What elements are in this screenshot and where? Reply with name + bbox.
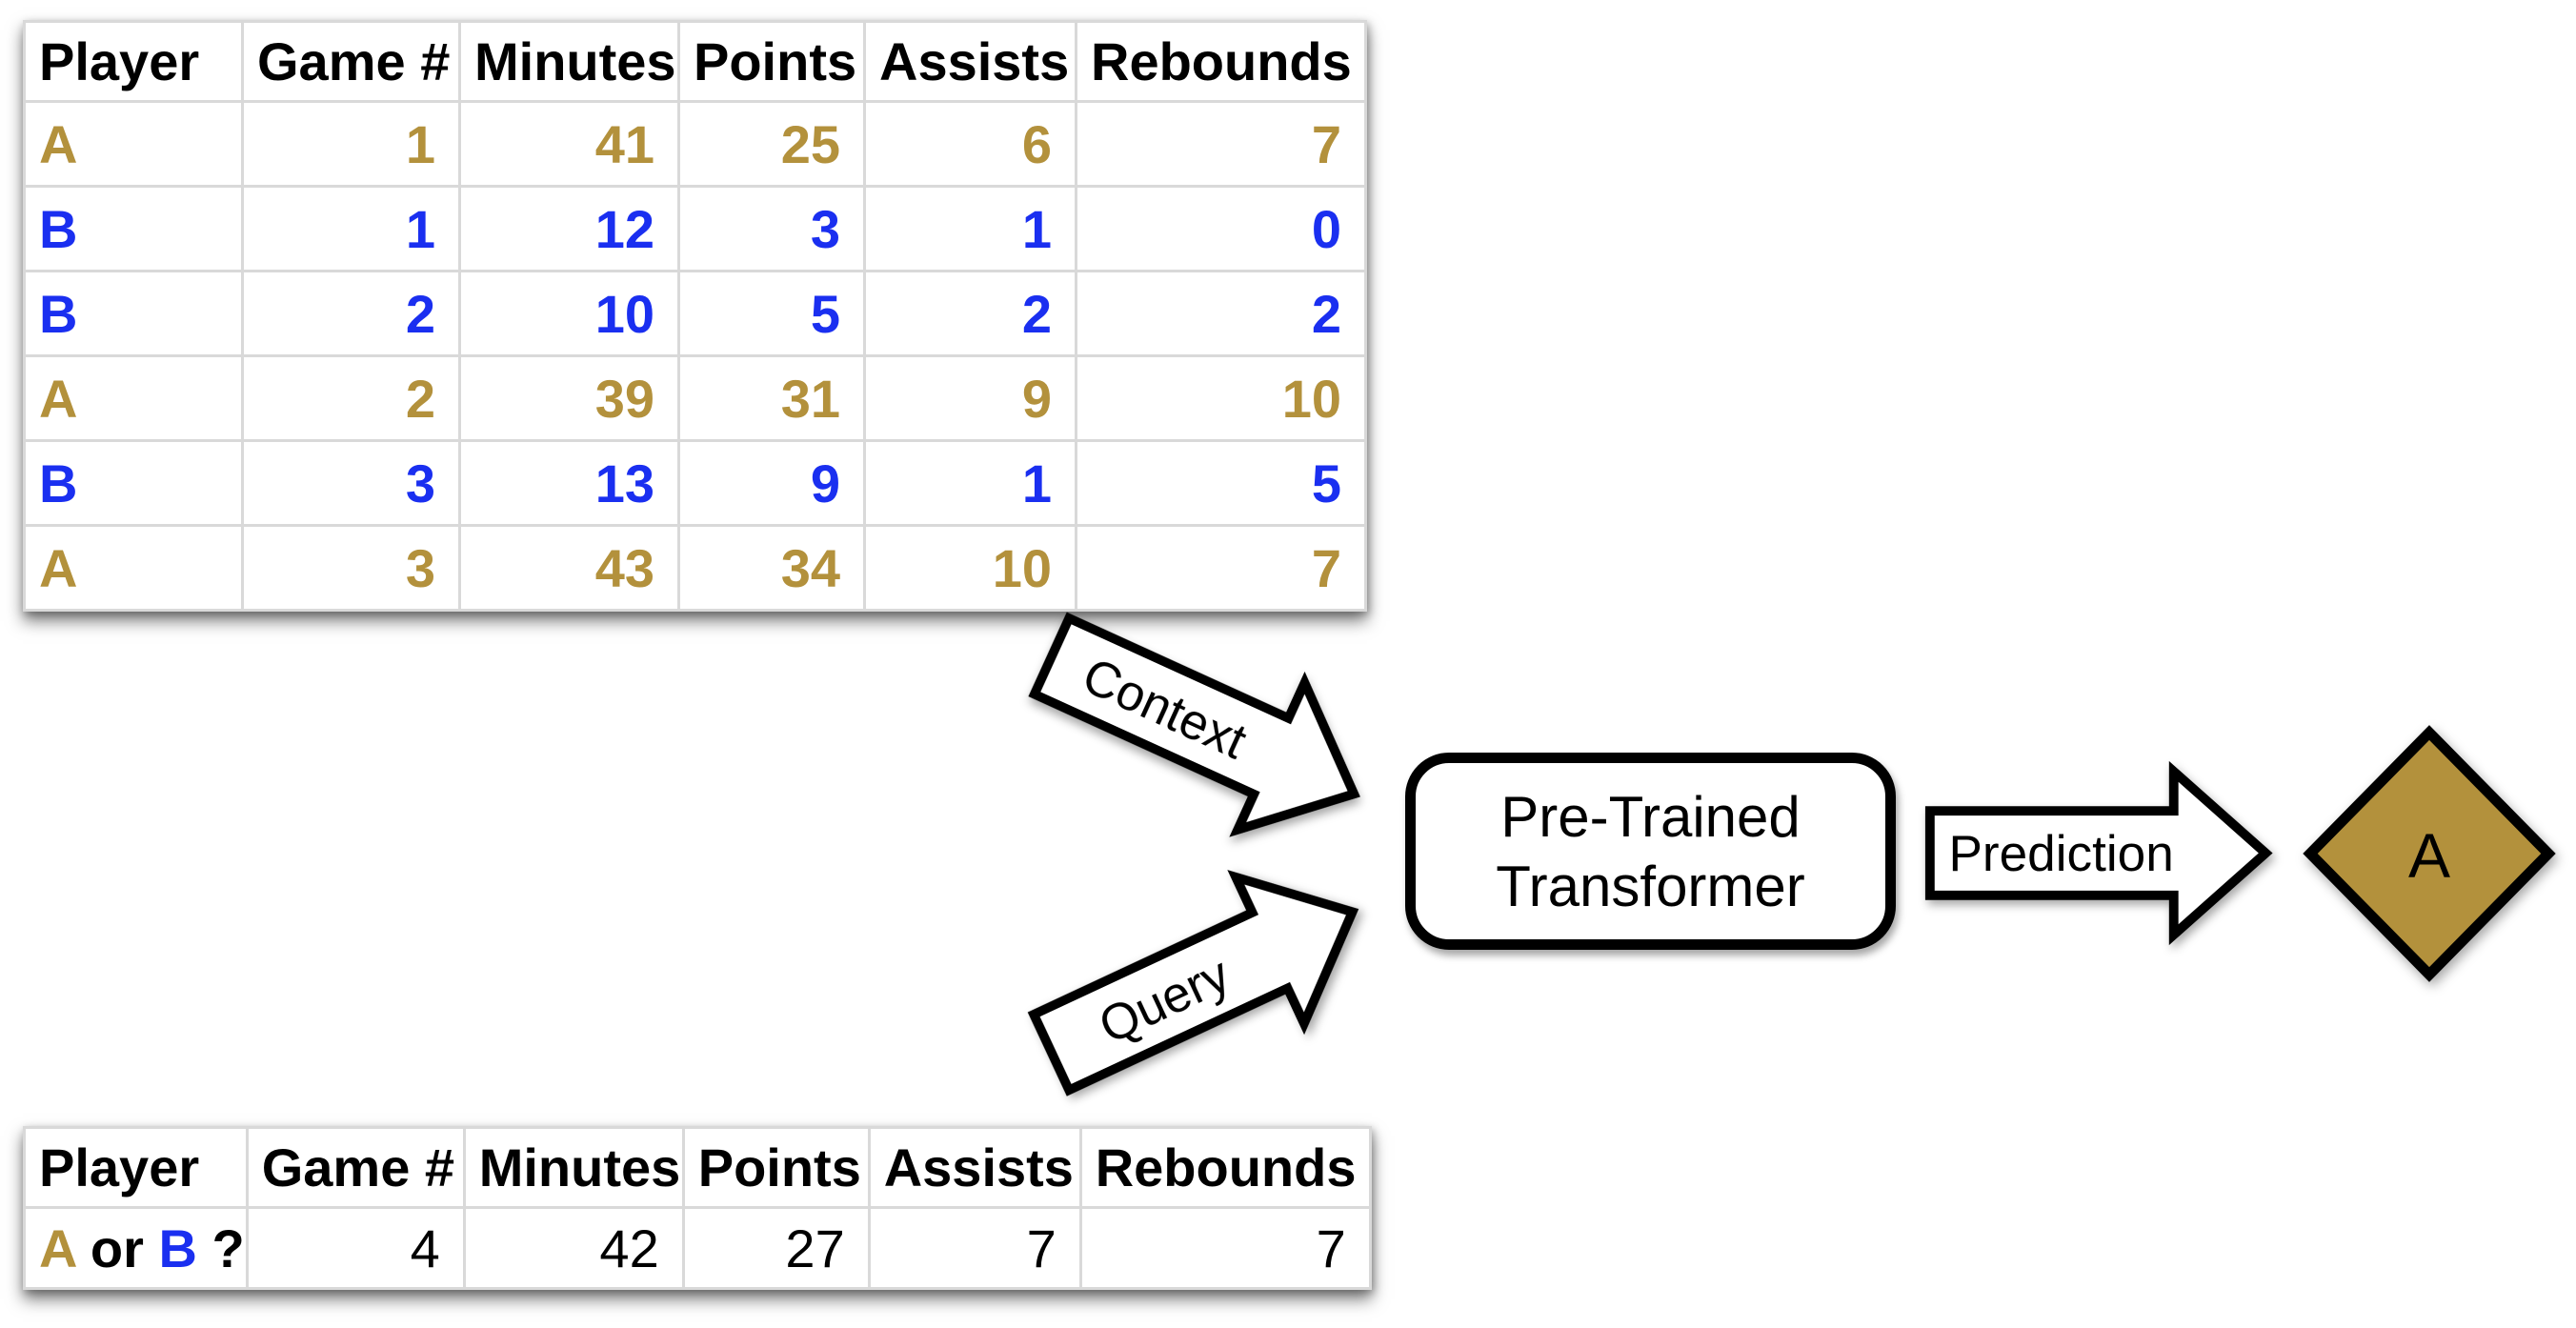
stat-cell: 2: [241, 270, 461, 357]
stat-cell: 1: [241, 185, 461, 272]
stat-cell: 34: [677, 524, 866, 612]
column-header-assists: Assists: [863, 20, 1077, 103]
stat-cell: 1: [863, 439, 1077, 527]
column-header-player: Player: [23, 20, 244, 103]
player-query-cell: A or B ?: [23, 1206, 249, 1290]
stat-cell: 6: [863, 100, 1077, 188]
player-query-part: or: [75, 1217, 159, 1278]
stat-cell: 1: [241, 100, 461, 188]
column-header-game: Game #: [241, 20, 461, 103]
stat-cell: 2: [863, 270, 1077, 357]
player-cell: B: [23, 270, 244, 357]
stat-cell: 39: [458, 354, 680, 442]
prediction-arrow-shape: [1924, 760, 2273, 946]
stat-cell: 1: [863, 185, 1077, 272]
player-cell: B: [23, 439, 244, 527]
column-header-rebounds: Rebounds: [1075, 20, 1367, 103]
player-cell: B: [23, 185, 244, 272]
column-header-game: Game #: [245, 1126, 466, 1209]
stat-cell: 10: [1075, 354, 1367, 442]
column-header-points: Points: [681, 1126, 871, 1209]
player-query-part: ?: [196, 1217, 245, 1278]
stat-cell: 25: [677, 100, 866, 188]
context-arrow-shape: [1028, 612, 1360, 837]
prediction-arrow: Prediction: [1923, 760, 2274, 946]
stat-cell: 2: [241, 354, 461, 442]
stat-cell: 7: [1075, 524, 1367, 612]
diamond-shape: [2303, 725, 2556, 982]
stat-cell: 43: [458, 524, 680, 612]
prediction-result-label: A: [2408, 820, 2450, 891]
stat-cell: 31: [677, 354, 866, 442]
stat-cell: 7: [1078, 1206, 1372, 1290]
query-arrow-shape: [1027, 870, 1359, 1097]
column-header-points: Points: [677, 20, 866, 103]
transformer-label-line1: Pre-Trained: [1500, 784, 1801, 849]
prediction-diamond: A: [2303, 725, 2556, 982]
stat-cell: 5: [1075, 439, 1367, 527]
stat-cell: 3: [241, 524, 461, 612]
stat-cell: 27: [681, 1206, 871, 1290]
stat-cell: 3: [677, 185, 866, 272]
stat-cell: 3: [241, 439, 461, 527]
stat-cell: 12: [458, 185, 680, 272]
column-header-player: Player: [23, 1126, 249, 1209]
column-header-assists: Assists: [867, 1126, 1082, 1209]
stat-cell: 4: [245, 1206, 466, 1290]
stat-cell: 10: [458, 270, 680, 357]
column-header-minutes: Minutes: [458, 20, 680, 103]
stat-cell: 9: [863, 354, 1077, 442]
stat-cell: 0: [1075, 185, 1367, 272]
stat-cell: 7: [1075, 100, 1367, 188]
stat-cell: 13: [458, 439, 680, 527]
column-header-minutes: Minutes: [462, 1126, 685, 1209]
player-query-part: A: [39, 1217, 76, 1278]
player-cell: A: [23, 524, 244, 612]
player-query-part: B: [158, 1217, 197, 1278]
context-arrow: Context: [1009, 573, 1399, 878]
column-header-rebounds: Rebounds: [1078, 1126, 1372, 1209]
stat-cell: 5: [677, 270, 866, 357]
player-cell: A: [23, 354, 244, 442]
player-cell: A: [23, 100, 244, 188]
stat-cell: 2: [1075, 270, 1367, 357]
stat-cell: 7: [867, 1206, 1082, 1290]
stat-cell: 42: [462, 1206, 685, 1290]
query-arrow: Query: [1008, 829, 1398, 1136]
stat-cell: 41: [458, 100, 680, 188]
stat-cell: 9: [677, 439, 866, 527]
stat-cell: 10: [863, 524, 1077, 612]
prediction-arrow-label: Prediction: [1949, 826, 2174, 882]
transformer-box: Pre-Trained Transformer: [1405, 753, 1896, 950]
transformer-label-line2: Transformer: [1496, 854, 1805, 918]
